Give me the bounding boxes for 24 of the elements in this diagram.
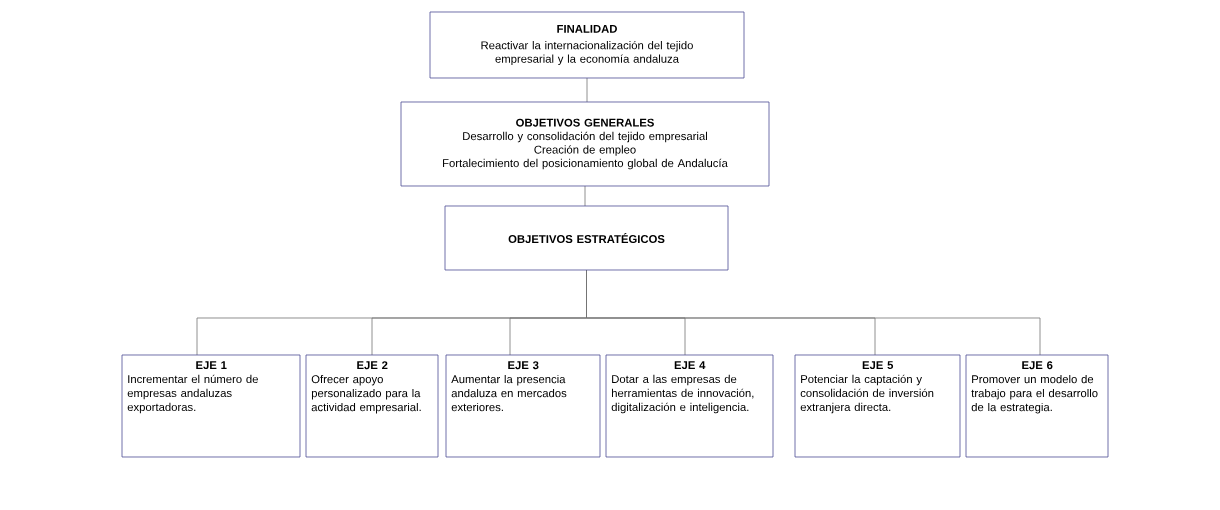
node-label: EJE 4 [674, 361, 706, 370]
node-label: EJE 6 [1022, 361, 1053, 370]
text-box: FINALIDAD Reactivar la internacionalización del tejido empresarial y la economía andaluza [429, 11, 745, 79]
node-label: EJE 1 [196, 361, 227, 370]
axis-box [965, 354, 1109, 458]
axis-box [445, 354, 601, 458]
axis-box [121, 354, 301, 458]
node-label: Ofrecer apoyo personalizado para la actividad empresarial. [311, 374, 421, 414]
axis-box [305, 354, 439, 458]
axis-box [794, 354, 961, 458]
node-label: Potenciar la captación y consolidación de inversión extranjera directa. [800, 374, 934, 414]
text-box: OBJETIVOS ESTRATÉGICOS [444, 205, 729, 271]
node-label: EJE 2 [357, 361, 388, 370]
node-label: EJE 5 [862, 361, 894, 370]
node-label: Aumentar la presencia andaluza en mercados exteriores. [451, 374, 567, 412]
node-label: EJE 3 [508, 361, 539, 370]
connector-line [586, 77, 588, 103]
connector-line [584, 185, 586, 207]
axis-box [605, 354, 774, 458]
node-label: Promover un modelo de trabajo para el desarrollo de la estrategia. [971, 374, 1098, 414]
node-label: Dotar a las empresas de herramientas de innovación, digitalización e inteligencia. [611, 374, 754, 414]
connector-line [586, 269, 1041, 356]
text-box: OBJETIVOS GENERALES Desarrollo y consolidación del tejido empresarial Creación de empleo Fortalecimiento del posicionamiento global de Andalucía [400, 101, 770, 187]
node-label: Incrementar el número de empresas andaluzas exportadoras. [127, 374, 258, 414]
